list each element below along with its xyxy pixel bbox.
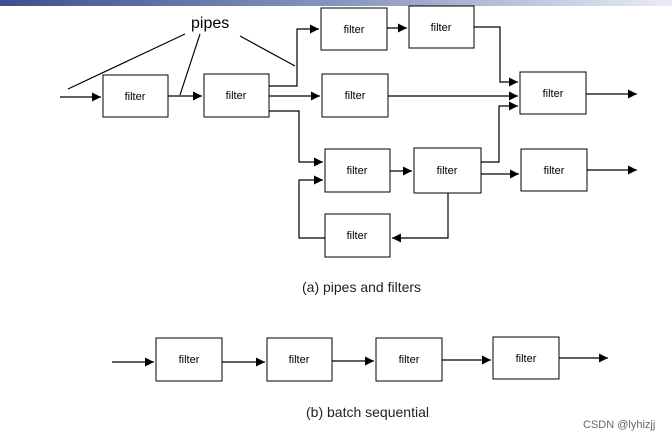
filter-box-a6: filter — [519, 71, 587, 115]
svg-text:filter: filter — [125, 91, 146, 103]
pipe-a2-a3 — [269, 24, 319, 87]
filter-box-a2: filter — [203, 73, 270, 118]
filter-box-b2: filter — [266, 337, 333, 382]
pipe-a8-a10 — [392, 193, 449, 243]
filter-box-a4: filter — [408, 5, 475, 49]
svg-text:filter: filter — [345, 90, 366, 102]
filter-box-a9: filter — [520, 148, 588, 192]
filter-box-a10: filter — [324, 213, 391, 258]
filter-box-a7: filter — [324, 148, 391, 193]
pipe-a2-a7 — [269, 110, 323, 167]
svg-text:filter: filter — [431, 22, 452, 34]
svg-text:filter: filter — [179, 354, 200, 366]
pipes-pointer-2 — [179, 33, 201, 96]
caption-pipes-and-filters: (a) pipes and filters — [302, 279, 421, 295]
svg-text:filter: filter — [347, 230, 368, 242]
svg-text:filter: filter — [226, 90, 247, 102]
watermark-text: CSDN @lyhizjj — [583, 419, 655, 431]
pipe-a4-a6 — [474, 26, 518, 87]
pipe-a10-a7 — [298, 175, 325, 239]
filter-box-a5: filter — [321, 73, 389, 118]
pipe-a8-a6 — [481, 101, 518, 163]
filter-box-a8: filter — [413, 147, 482, 194]
filter-box-a1: filter — [102, 74, 169, 118]
pipes-label: pipes — [191, 15, 229, 32]
svg-text:filter: filter — [437, 165, 458, 177]
svg-text:filter: filter — [344, 24, 365, 36]
filter-box-b3: filter — [375, 337, 443, 382]
filter-box-a3: filter — [320, 7, 388, 51]
svg-text:filter: filter — [399, 354, 420, 366]
filter-box-b1: filter — [155, 337, 223, 382]
svg-text:filter: filter — [543, 88, 564, 100]
svg-text:filter: filter — [516, 353, 537, 365]
top-accent-bar — [0, 0, 672, 6]
pipes-pointer-1 — [67, 33, 186, 90]
svg-text:filter: filter — [544, 165, 565, 177]
filter-box-b4: filter — [492, 336, 560, 380]
svg-text:filter: filter — [347, 165, 368, 177]
svg-text:filter: filter — [289, 354, 310, 366]
caption-batch-sequential: (b) batch sequential — [306, 404, 429, 420]
pipes-pointer-3 — [239, 35, 296, 67]
